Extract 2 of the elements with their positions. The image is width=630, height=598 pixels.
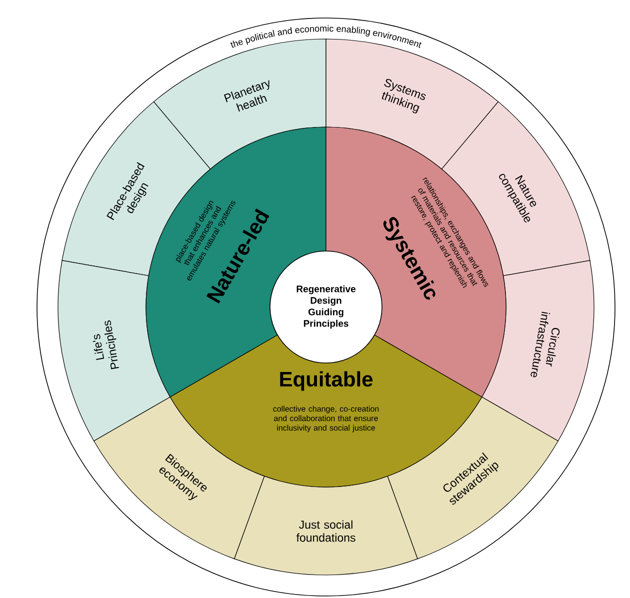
segment: Life's Principles (58, 260, 170, 442)
segment: Just social foundations (234, 476, 418, 576)
